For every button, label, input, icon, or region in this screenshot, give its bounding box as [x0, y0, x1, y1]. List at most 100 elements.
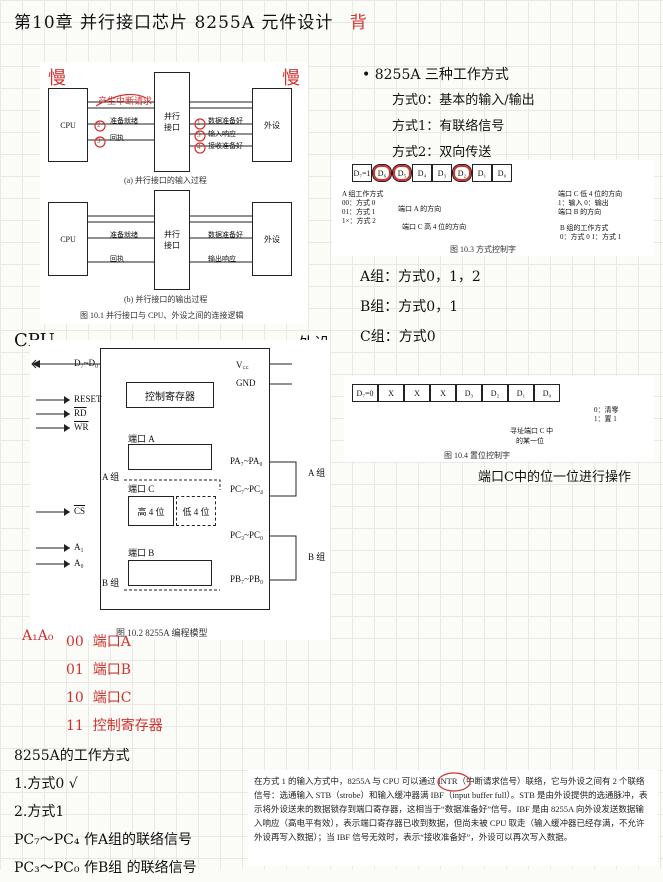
circle-num-3: 3 [97, 137, 101, 145]
circle-num-5: 5 [197, 131, 201, 139]
port-box-a: 并行 接口 [154, 72, 190, 172]
port-a-box [128, 444, 212, 470]
a-group-notes: A 组工作方式 00：方式 0 01：方式 1 1×：方式 2 [342, 190, 383, 226]
figure-10-1-arrows [88, 93, 252, 263]
b-group-notes: B 组的工作方式 0：方式 0 1：方式 1 [560, 224, 621, 242]
mode0-line: 1.方式0 √ [14, 776, 78, 792]
group-a-modes: A组：方式0，1，2 [360, 269, 481, 285]
port-b-dir-note: 端口 B 的方向 [558, 208, 602, 216]
input-resp-note: 输入响应 [208, 130, 236, 138]
mode-ctrl-bit-6: D₁ [472, 164, 492, 182]
output-resp-note: 输出响应 [208, 255, 236, 263]
circle-num-1: 1 [197, 119, 201, 127]
pin-vcc: V꜀꜀ [236, 360, 249, 370]
mode-ctrl-bit-4: D₃ [432, 164, 452, 182]
recv-ready-note: 接收准备好 [208, 142, 243, 150]
mode-ctrl-bit-0: D₇=1 [352, 164, 372, 182]
a-group-note-1: 00：方式 0 [342, 199, 376, 207]
mode1-paragraph-box: 在方式 1 的输入方式中，8255A 与 CPU 可以通过 INTR（中断请求信… [248, 770, 658, 866]
group-b-modes: B组：方式0，1 [360, 299, 459, 315]
mode-0: 方式0：基本的输入/输出 [392, 93, 535, 108]
bit-set-bit-3: X [430, 384, 456, 402]
b-group-mode-note: B 组的工作方式 [560, 224, 609, 232]
circle-num-4: 4 [197, 143, 201, 151]
addr-row-0: 00 端口A [66, 628, 163, 656]
ready-note-a: 准备就绪 [110, 117, 138, 125]
ack-note-a: 回执 [110, 134, 124, 142]
interrupt-red-note: 产生中断请求 [98, 96, 153, 106]
addr-code-2: 10 [66, 690, 84, 706]
addr-target-0: 端口A [92, 634, 131, 650]
ack-note-b: 回执 [110, 255, 124, 263]
mode-1: 方式1：有联络信号 [392, 119, 505, 134]
figure-10-3-caption: 图 10.3 方式控制字 [450, 245, 516, 254]
addr-row-1: 01 端口B [66, 656, 163, 684]
figure-10-2-wires [31, 359, 297, 591]
set-clear-legend: 0：清零 1：置 1 [594, 406, 619, 424]
slow-note: 慢 [48, 68, 66, 89]
circle-num-2: 2 [97, 121, 101, 129]
pc-low-dir-note: 端口 C 低 4 位的方向 [558, 190, 623, 198]
paragraph-marks [437, 772, 471, 792]
pc-high-handshake: PC₇～PC₄ 作A组的联络信号 [14, 832, 193, 848]
slow-note-right: 慢 [282, 68, 300, 89]
pc-low-handshake: PC₃～PC₀ 作B组 的联络信号 [14, 860, 197, 876]
modes-heading: • 8255A 三种工作方式 [362, 67, 509, 83]
b-group-mode-legend: 0：方式 0 1：方式 1 [560, 233, 622, 241]
addr-code-1: 01 [66, 662, 84, 678]
control-register: 控制寄存器 [126, 382, 214, 408]
ready-note-b: 准备就绪 [110, 231, 138, 239]
port-a-label: 端口 A [128, 434, 155, 444]
bit-address-note: 寻址端口 C 中 [510, 427, 554, 435]
port-c-high4: 高 4 位 [128, 496, 174, 526]
data-ready-note-a: 数据准备好 [208, 117, 243, 125]
port-c-low4: 低 4 位 [176, 496, 216, 526]
modes-list: 方式0：基本的输入/输出 方式1：有联络信号 方式2：双向传送 [392, 88, 535, 166]
page-title: 第10章 并行接口芯片 8255A 元件设计 背 [14, 8, 368, 33]
bit-address-note-2: 的某一位 [516, 437, 544, 445]
caption-a: (a) 并行接口的输入过程 [124, 176, 207, 185]
mode-ctrl-bit-7: D₀ [492, 164, 512, 182]
mode-2: 方式2：双向传送 [392, 145, 492, 160]
data-ready-note-b: 数据准备好 [208, 231, 243, 239]
port-box-b: 并行 接口 [154, 190, 190, 290]
caption-b: (b) 并行接口的输出过程 [124, 295, 208, 304]
legend-set: 1：置 1 [594, 415, 617, 423]
modes-heading-text: 8255A 三种工作方式 [374, 67, 509, 83]
bit-set-bit-5: D₂ [482, 384, 508, 402]
group-b-label: B 组 [102, 578, 120, 588]
addr-prefix: A₁A₀ [22, 628, 54, 644]
port-a-dir-note: 端口 A 的方向 [398, 205, 442, 213]
figure-10-1-caption: 图 10.1 并行接口与 CPU、外设之间的连接逻辑 [80, 311, 244, 320]
a-group-note-3: 1×：方式 2 [342, 217, 376, 225]
pin-reset: RESET [74, 394, 102, 404]
bit-set-bit-4: D₃ [456, 384, 482, 402]
addr-target-1: 端口B [92, 662, 132, 678]
bottom-notes: 8255A的工作方式 1.方式0 √ 2.方式1 PC₇～PC₄ 作A组的联络信… [14, 742, 197, 882]
addr-code-3: 11 [66, 718, 84, 734]
group-c-modes: C组：方式0 [360, 329, 436, 345]
title-tag: 背 [349, 13, 368, 33]
bit-op-note: 端口C中的位一位进行操作 [478, 470, 631, 485]
group-a-right: A 组 [308, 468, 326, 478]
work-mode-heading: 8255A的工作方式 [14, 748, 130, 764]
pin-pc-low: PC₃~PC₀ [230, 530, 264, 540]
addr-target-3: 控制寄存器 [92, 718, 163, 734]
pin-gnd: GND [236, 378, 256, 388]
addr-row-2: 10 端口C [66, 684, 163, 712]
mode1-paragraph: 在方式 1 的输入方式中，8255A 与 CPU 可以通过 INTR（中断请求信… [254, 776, 648, 842]
figure-10-2: 控制寄存器 端口 A 端口 C 高 4 位 低 4 位 端口 B A 组 B 组… [30, 340, 330, 640]
figure-10-4-caption: 图 10.4 置位控制字 [444, 451, 510, 460]
cpu-box-a: CPU [48, 88, 88, 162]
addr-code-0: 00 [66, 634, 84, 650]
a-group-note-0: A 组工作方式 [342, 190, 384, 198]
pin-cs: CS [74, 506, 86, 516]
mode1-line: 2.方式1 [14, 804, 65, 820]
bit-set-bit-6: D₁ [508, 384, 534, 402]
device-box-b: 外设 [252, 202, 292, 276]
a-group-note-2: 01：方式 1 [342, 208, 376, 216]
pin-pc-high: PC₇~PC₄ [230, 484, 264, 494]
addr-table: 00 端口A 01 端口B 10 端口C 11 控制寄存器 [66, 628, 163, 740]
